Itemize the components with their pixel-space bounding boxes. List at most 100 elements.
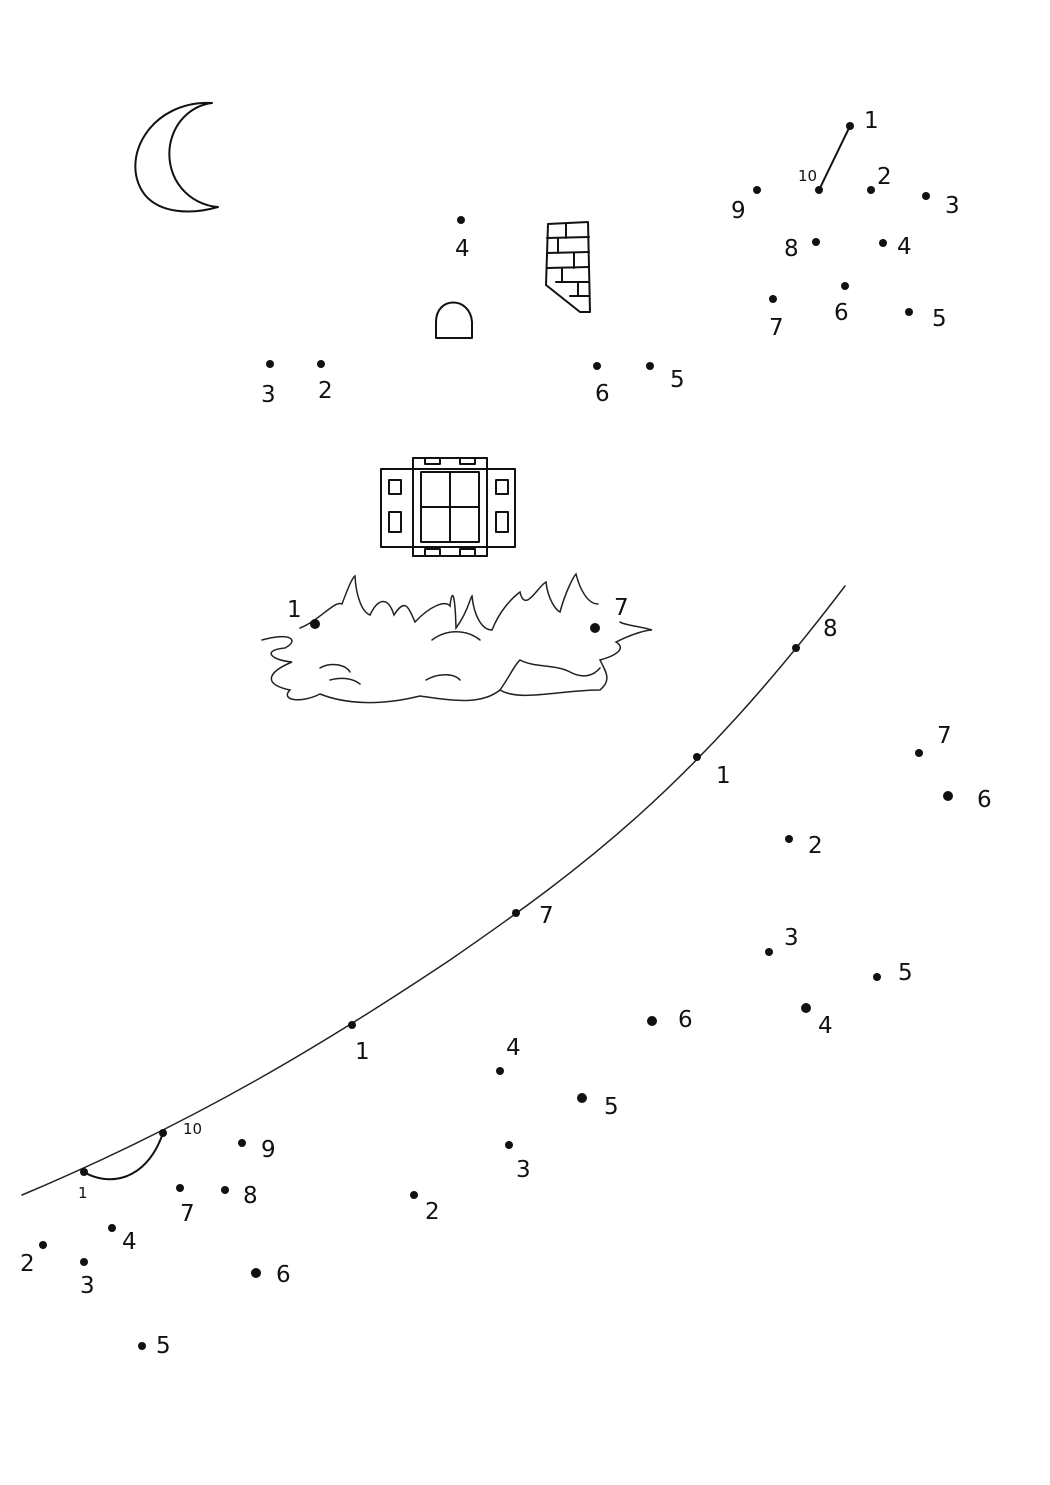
dot-number: 2: [20, 1251, 35, 1277]
dot: [646, 362, 654, 370]
dot-number: 3: [261, 382, 276, 408]
dot-number: 1: [355, 1039, 370, 1065]
dot: [593, 362, 601, 370]
dot-number: 5: [604, 1094, 619, 1120]
dot: [317, 360, 325, 368]
dot-number: 2: [877, 164, 892, 190]
bottom-left-dot-group: 10 9 1 7 8 4 2 3 6 5: [20, 1120, 291, 1359]
dot: [693, 753, 701, 761]
curve-line: [21, 585, 846, 1196]
dot: [348, 1021, 356, 1029]
dot: [176, 1184, 184, 1192]
dot-number: 6: [595, 381, 610, 407]
chimney-drawing: [545, 221, 591, 313]
dot: [310, 619, 320, 629]
dot: [922, 192, 930, 200]
dot-number: 7: [937, 723, 952, 749]
grass-drawing: [261, 572, 653, 704]
dot-number: 3: [945, 193, 960, 219]
dot: [815, 186, 823, 194]
house-dot-group: 4 3 2 6 5: [261, 216, 685, 408]
dot: [915, 749, 923, 757]
curve-arc-connector: [83, 1132, 164, 1181]
dot-number: 7: [769, 315, 784, 341]
dot-number: 4: [122, 1229, 137, 1255]
dot: [251, 1268, 261, 1278]
dot-number: 6: [834, 300, 849, 326]
dot: [867, 186, 875, 194]
dot: [138, 1342, 146, 1350]
dot: [590, 623, 600, 633]
moon-drawing: [134, 101, 219, 213]
dot-number: 10: [183, 1120, 202, 1138]
dot-number: 7: [614, 595, 629, 621]
dot: [410, 1191, 418, 1199]
dot-number: 6: [977, 787, 992, 813]
dot-number: 6: [678, 1007, 693, 1033]
dot-number: 1: [716, 763, 731, 789]
dot: [496, 1067, 504, 1075]
dot: [577, 1093, 587, 1103]
dot-number: 4: [818, 1013, 833, 1039]
dot-number: 2: [318, 378, 333, 404]
dot-number: 9: [261, 1137, 276, 1163]
window-drawing: [380, 457, 516, 557]
star-dot-group: 1 10 2 9 3 8 4 7 6 5: [731, 108, 960, 341]
dot-number: 5: [932, 306, 947, 332]
dot-number: 8: [243, 1183, 258, 1209]
dot: [266, 360, 274, 368]
dot: [873, 973, 881, 981]
dot-number: 6: [276, 1262, 291, 1288]
dot: [80, 1258, 88, 1266]
dot-number: 4: [455, 236, 470, 262]
dot-number: 8: [784, 236, 799, 262]
dot-number: 4: [506, 1035, 521, 1061]
dot-number: 2: [808, 833, 823, 859]
dot-number: 1: [78, 1184, 88, 1202]
dot: [846, 122, 854, 130]
right-dot-group: 7 6 2 3 5 4: [765, 723, 992, 1039]
dot: [159, 1129, 167, 1137]
dot-number: 10: [798, 167, 817, 185]
dot: [238, 1139, 246, 1147]
dot: [457, 216, 465, 224]
dot-number: 7: [539, 903, 554, 929]
dot: [905, 308, 913, 316]
star-connector-line: [818, 125, 851, 191]
dot: [505, 1141, 513, 1149]
dot-number: 3: [784, 925, 799, 951]
grass-dot-group: 1 7: [287, 595, 629, 633]
dot: [785, 835, 793, 843]
dot: [792, 644, 800, 652]
dot: [769, 295, 777, 303]
dot: [108, 1224, 116, 1232]
dot-number: 5: [156, 1333, 171, 1359]
dot-number: 7: [180, 1201, 195, 1227]
dot-number: 3: [80, 1273, 95, 1299]
dot-number: 1: [287, 597, 302, 623]
dot: [943, 791, 953, 801]
dot: [39, 1241, 47, 1249]
door-drawing: [435, 301, 473, 339]
dot: [812, 238, 820, 246]
dot: [765, 948, 773, 956]
dot-number: 2: [425, 1199, 440, 1225]
middle-dot-group: 6 4 5 3 2: [410, 1007, 693, 1225]
dot: [841, 282, 849, 290]
dot-number: 3: [516, 1157, 531, 1183]
dot: [753, 186, 761, 194]
dot: [647, 1016, 657, 1026]
dot: [512, 909, 520, 917]
dot: [801, 1003, 811, 1013]
ridge-dot-group: 8 1 7 1: [348, 616, 838, 1065]
dot-number: 5: [898, 960, 913, 986]
dot-number: 8: [823, 616, 838, 642]
dot-number: 9: [731, 198, 746, 224]
dot: [879, 239, 887, 247]
dot: [221, 1186, 229, 1194]
dot-number: 1: [864, 108, 879, 134]
dot-number: 4: [897, 234, 912, 260]
dot: [80, 1168, 88, 1176]
